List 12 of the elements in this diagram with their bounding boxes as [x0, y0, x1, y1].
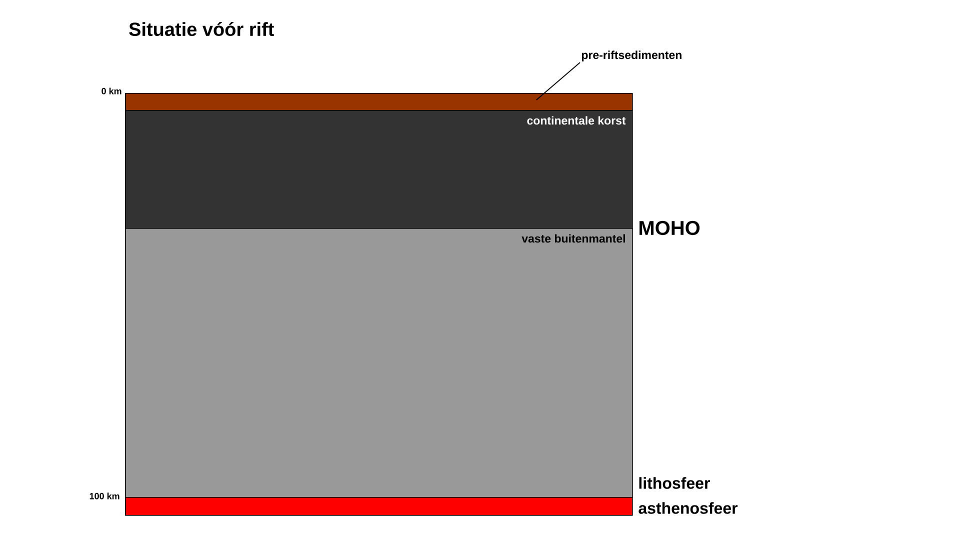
depth-label: 100 km	[90, 492, 120, 500]
asthenosphere-layer	[125, 497, 633, 516]
leader-line	[536, 62, 580, 100]
sediment-layer	[125, 93, 633, 111]
layer-label: pre-riftsedimenten	[582, 50, 682, 62]
layer-label: lithosfeer	[639, 477, 710, 489]
depth-label: 0 km	[102, 88, 122, 94]
title: Situatie vóór rift	[129, 22, 274, 36]
boundary-label: MOHO	[640, 220, 700, 236]
crust-layer: continentale korst	[125, 110, 633, 229]
mantle-layer: vaste buitenmantel	[125, 228, 633, 498]
layer-label: asthenosfeer	[638, 502, 738, 514]
